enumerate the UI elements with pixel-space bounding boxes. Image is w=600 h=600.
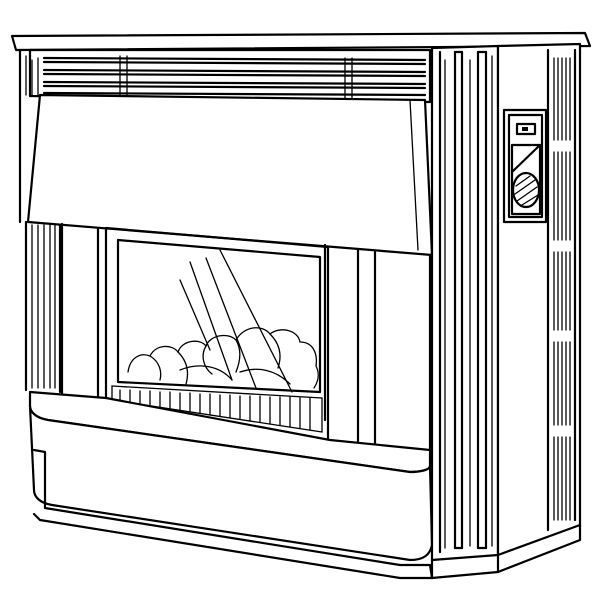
right-pillar xyxy=(430,44,500,562)
hearth-base xyxy=(28,390,434,580)
hood-panel xyxy=(26,93,434,257)
flame-effect-icon xyxy=(127,249,319,393)
top-slab xyxy=(10,31,592,52)
inner-surround xyxy=(60,222,432,452)
switch-icon[interactable] xyxy=(515,122,537,136)
left-column xyxy=(18,48,62,394)
heater-louvers xyxy=(28,48,432,104)
control-panel-icon[interactable] xyxy=(502,108,548,224)
rotary-knob-icon[interactable] xyxy=(511,171,541,209)
